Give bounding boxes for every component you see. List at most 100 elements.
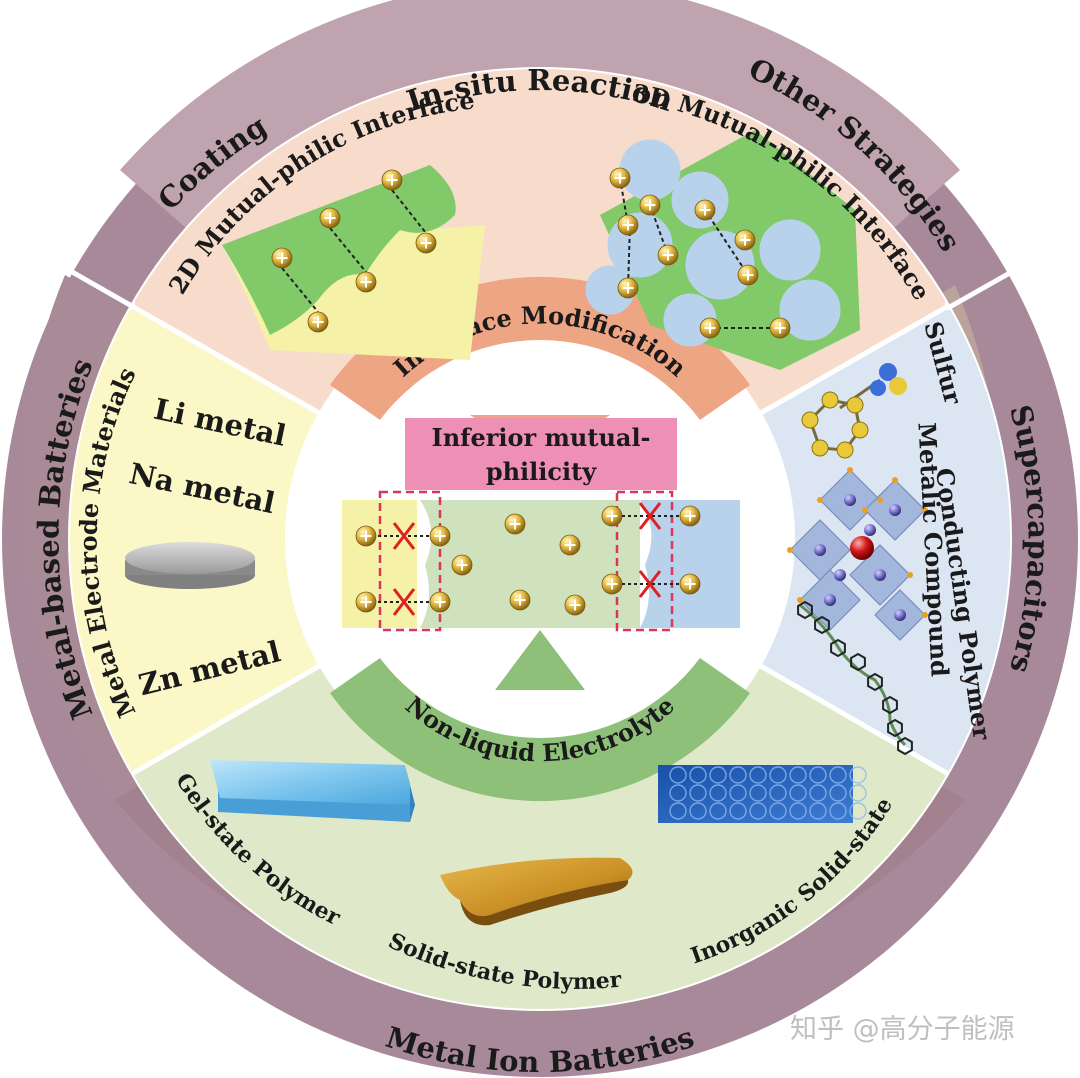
metal-disc-icon [125,542,255,574]
center-schematic [342,490,740,632]
cation-icon [271,247,293,269]
cation-icon [769,317,791,339]
grain-icon [709,784,727,802]
sulfur-atom-icon [801,411,819,429]
cation-icon [564,594,586,616]
grain-icon [749,766,767,784]
cation-icon [617,277,639,299]
sulfur-atom-icon [836,441,854,459]
cation-icon [679,573,701,595]
left-dashed-box [378,490,442,632]
banner-line2: philicity [486,457,597,486]
benzene-ring-icon [797,600,813,620]
3d-ions [609,167,791,339]
sulfur-atom-icon [851,421,869,439]
lattice-atom-icon [874,569,886,581]
benzene-ring-icon [867,672,883,692]
benzene-ring-icon [814,615,830,635]
cation-icon [737,264,759,286]
cation-icon [657,244,679,266]
grain-icon [789,802,807,820]
cation-icon [355,525,377,547]
cation-icon [307,311,329,333]
grain-icon [809,784,827,802]
benzene-ring-icon [830,638,846,658]
cation-icon [734,229,756,251]
sulfur-atoms [801,391,869,459]
lattice-atoms [787,467,928,621]
transfer-arrow [281,267,319,313]
cation-icon [429,525,451,547]
banner-line1: Inferior mutual- [431,423,650,452]
cation-icon [694,199,716,221]
lattice-atom-icon [894,609,906,621]
grain-icon [849,766,867,784]
sulfur-atom-icon [821,391,839,409]
vertex-atom-icon [877,497,883,503]
cation-icon [355,591,377,613]
cation-icon [355,271,377,293]
cation-icon [639,194,661,216]
inorganic-solid-illustration [658,765,867,823]
cation-icon [609,167,631,189]
grain-icon [769,784,787,802]
bottom-arc-arrow [495,630,585,690]
benzene-ring-icon [882,695,898,715]
cation-icon [601,573,623,595]
banner-box [405,418,677,490]
grain-icon [669,766,687,784]
metal-disc-illustration [125,542,255,589]
grain-icon [689,784,707,802]
cation-icon [381,169,403,191]
transfer-arrow [627,224,631,289]
grain-icon [769,802,787,820]
cation-icon [699,317,721,339]
vertex-atom-icon [922,507,928,513]
grain-icon [829,802,847,820]
cation-icon [415,232,437,254]
grain-icon [669,802,687,820]
vertex-atom-icon [787,547,793,553]
grain-icon [729,784,747,802]
vertex-atom-icon [862,507,868,513]
cross-icons [392,502,662,616]
grain-icon [709,766,727,784]
cation-icon [601,505,623,527]
sulfur-atom-icon [811,439,829,457]
lattice-atom-icon [889,504,901,516]
solid-polymer-illustration [440,857,633,926]
polymer-rings [797,600,913,756]
lattice-atom-icon [844,494,856,506]
2d-interface-illustration [222,165,485,360]
cation-icon [504,513,526,535]
grain-icon [809,802,827,820]
grain-icon [829,784,847,802]
grain-icon [849,802,867,820]
transfer-arrow [391,189,427,234]
lattice-atom-icon [864,524,876,536]
grain-icon [809,766,827,784]
blue-phase-block [640,500,740,628]
metal-section-bg [70,310,540,770]
watermark: 知乎 @高分子能源 [790,1014,1015,1045]
cation-icon [451,554,473,576]
cation-icon [319,207,341,229]
center-banner: Inferior mutual- philicity [405,418,677,490]
conducting-polymer-illustration [797,600,913,756]
metallic-compound-illustration [787,467,928,641]
benzene-ring-icon [897,736,913,756]
gel-polymer-illustration [210,760,415,822]
grain-icon [769,766,787,784]
grain-icon [709,802,727,820]
cation-icon [559,534,581,556]
grain-icon [789,784,807,802]
transfer-arrow [329,227,367,273]
transfer-arrow [704,209,749,276]
lattice-atom-icon [824,594,836,606]
grain-icon [749,784,767,802]
grain-icon [689,802,707,820]
grain-icon [729,766,747,784]
sulfur-atom-icon [846,396,864,414]
grain-icon [829,766,847,784]
